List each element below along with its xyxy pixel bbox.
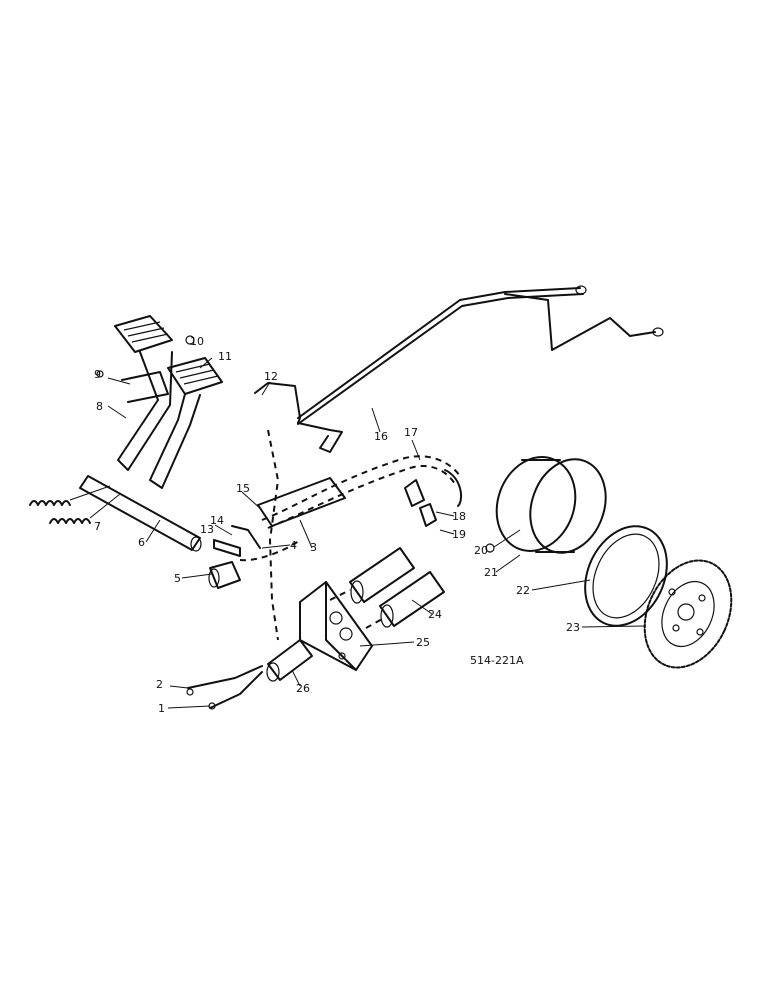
callout-23: 23: [566, 621, 580, 634]
callout-15: 15: [236, 482, 250, 495]
return-springs-7: [29, 485, 121, 524]
callout-2: 2: [156, 678, 163, 691]
callout-1: 1: [158, 702, 165, 715]
callout-11: 11: [218, 350, 232, 363]
leader-lines: [107, 357, 647, 709]
fitting-13-14: [213, 525, 261, 557]
friction-ring-22: [584, 525, 668, 627]
clutch-disc-23: [643, 559, 733, 669]
callout-13: 13: [200, 523, 214, 536]
clutch-pedal-assembly: [96, 315, 223, 489]
clutch-housing-21: [485, 456, 607, 554]
callout-3: 3: [310, 541, 317, 554]
drawing-number: 514-221A: [470, 654, 524, 667]
callout-12: 12: [264, 370, 278, 383]
callout-22: 22: [516, 584, 530, 597]
callout-8: 8: [96, 400, 103, 413]
brake-line-16: [254, 285, 664, 453]
boot-5: [208, 561, 241, 589]
callout-17: 17: [404, 426, 418, 439]
callout-6: 6: [138, 536, 145, 549]
callout-10: 10: [190, 335, 204, 348]
slave-cylinder-26: [186, 429, 313, 710]
mounting-bracket-25: [299, 581, 373, 671]
master-cylinders-24: [329, 547, 445, 629]
callout-25: 25: [416, 636, 430, 649]
callout-9: 9: [94, 368, 101, 381]
callout-14: 14: [210, 514, 224, 527]
callout-21: 21: [484, 566, 498, 579]
callout-19: 19: [452, 528, 466, 541]
callout-16: 16: [374, 430, 388, 443]
cross-shaft-6: [79, 475, 202, 552]
callout-20: 20: [474, 544, 488, 557]
hose-assembly: [239, 455, 463, 562]
callout-4: 4: [290, 539, 297, 552]
callout-18: 18: [452, 510, 466, 523]
callout-7: 7: [94, 520, 101, 533]
callout-24: 24: [428, 608, 442, 621]
callout-5: 5: [174, 572, 181, 585]
callout-26: 26: [296, 682, 310, 695]
callout-labels: 1 2 3 4 5 6 7 8 9 10 11 12 13 14 15 16 1…: [94, 335, 580, 715]
